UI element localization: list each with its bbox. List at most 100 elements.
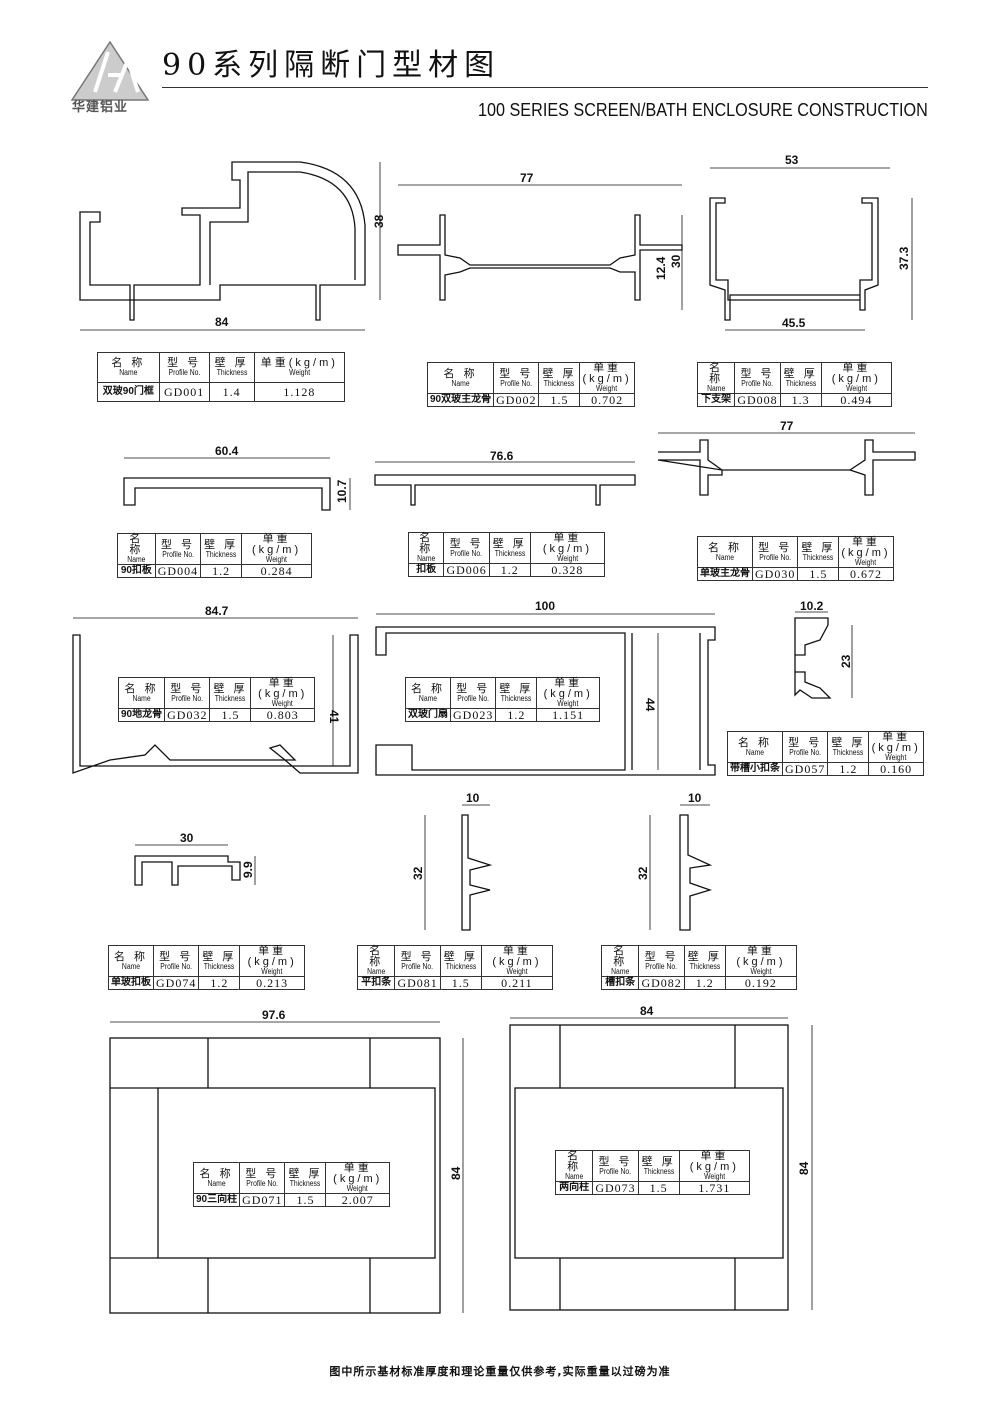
header-cn: 壁 厚 [202, 950, 237, 963]
header-en: Thickness [501, 693, 532, 703]
profile-thickness: 1.2 [488, 563, 531, 577]
header-en: Thickness [204, 961, 235, 971]
profile-gd001-drawing [79, 161, 366, 321]
header-cn: 名 称 [124, 682, 159, 695]
header-en: Thickness [205, 549, 237, 559]
dim-gd008-width: 53 [785, 153, 799, 167]
profile-gd082-drawing [679, 814, 713, 931]
page-subtitle: 100 SERIES SCREEN/BATH ENCLOSURE CONSTRU… [478, 100, 928, 120]
profile-thickness: 1.2 [200, 564, 243, 578]
header-cn: 壁 厚 [783, 367, 818, 380]
profile-weight: 0.702 [579, 393, 635, 407]
header-cn: 型 号 [644, 950, 679, 963]
header-cell: 单重(kg/m)Weight [579, 362, 635, 394]
profile-thickness: 1.5 [538, 393, 581, 407]
profile-weight: 0.192 [724, 976, 798, 990]
profile-weight: 0.672 [838, 567, 894, 581]
dim-gd002-slot: 12.4 [654, 256, 668, 280]
header-cn: 名 称 [613, 945, 628, 968]
profile-name: 双玻门扇 [405, 708, 451, 722]
header-en: Profile No. [759, 552, 792, 562]
header-en: Profile No. [246, 1178, 279, 1188]
dim-gd032-width: 84.7 [205, 604, 229, 618]
header-cn: 单重(kg/m) [582, 362, 632, 385]
header-en: Weight [703, 1172, 725, 1181]
header-en: Name [418, 693, 438, 703]
header-cn: 型 号 [456, 682, 491, 695]
header-cell: 单重(kg/m)Weight [480, 945, 554, 977]
profile-weight: 0.213 [239, 976, 305, 990]
header-en: Profile No. [500, 378, 533, 388]
header-cell: 单重(kg/m)Weight [529, 532, 606, 564]
header-cn: 名 称 [199, 1167, 234, 1180]
profile-weight: 0.160 [868, 762, 924, 776]
profile-weight: 1.128 [253, 381, 346, 403]
header-en: Name [121, 961, 141, 971]
header-en: Thickness [833, 747, 864, 757]
header-cn: 型 号 [245, 1167, 280, 1180]
header-cell: 单重(kg/m)Weight [724, 945, 798, 977]
header-cn: 壁 厚 [801, 541, 836, 554]
header-en: Name [745, 747, 765, 757]
header-en: Thickness [216, 367, 247, 377]
dim-gd023-height: 44 [643, 698, 657, 712]
profile-weight: 0.211 [480, 976, 554, 990]
header-cn: 单重(kg/m) [260, 356, 338, 369]
header-cn: 壁 厚 [542, 367, 577, 380]
header-cn: 型 号 [499, 367, 534, 380]
profile-thickness: 1.5 [439, 976, 482, 990]
header-cn: 型 号 [400, 950, 435, 963]
header-en: Weight [596, 384, 618, 393]
header-cn: 型 号 [167, 356, 202, 369]
title-divider [162, 87, 928, 88]
profile-number: GD074 [152, 976, 200, 990]
header-cn: 型 号 [170, 682, 205, 695]
header-cell: 单重(kg/m)Weight [838, 536, 894, 568]
header-en: Thickness [544, 378, 575, 388]
header-en: Weight [261, 967, 283, 976]
dim-gd030-width: 77 [780, 419, 794, 433]
profile-number: GD032 [164, 708, 211, 722]
profile-thickness: 1.2 [198, 976, 241, 990]
header-en: Weight [556, 554, 578, 563]
profile-weight: 1.731 [678, 1181, 751, 1195]
dim-gd004-height: 10.7 [335, 479, 349, 503]
dim-gd002-height: 30 [669, 254, 683, 268]
header-en: Thickness [643, 1166, 674, 1176]
profile-gd006-drawing [374, 474, 636, 506]
header-cn: 壁 厚 [641, 1155, 676, 1168]
profile-name: 90地龙骨 [117, 708, 166, 722]
header-cn: 壁 厚 [288, 1167, 323, 1180]
header-cn: 型 号 [160, 538, 195, 551]
header-en: Profile No. [645, 961, 678, 971]
header-en: Thickness [689, 961, 721, 971]
profile-name: 槽扣条 [600, 976, 640, 990]
header-cn: 单重(kg/m) [492, 945, 542, 968]
header-cn: 名 称 [737, 736, 773, 749]
dim-gd081-width: 10 [466, 791, 480, 805]
profile-thickness: 1.3 [779, 393, 822, 407]
